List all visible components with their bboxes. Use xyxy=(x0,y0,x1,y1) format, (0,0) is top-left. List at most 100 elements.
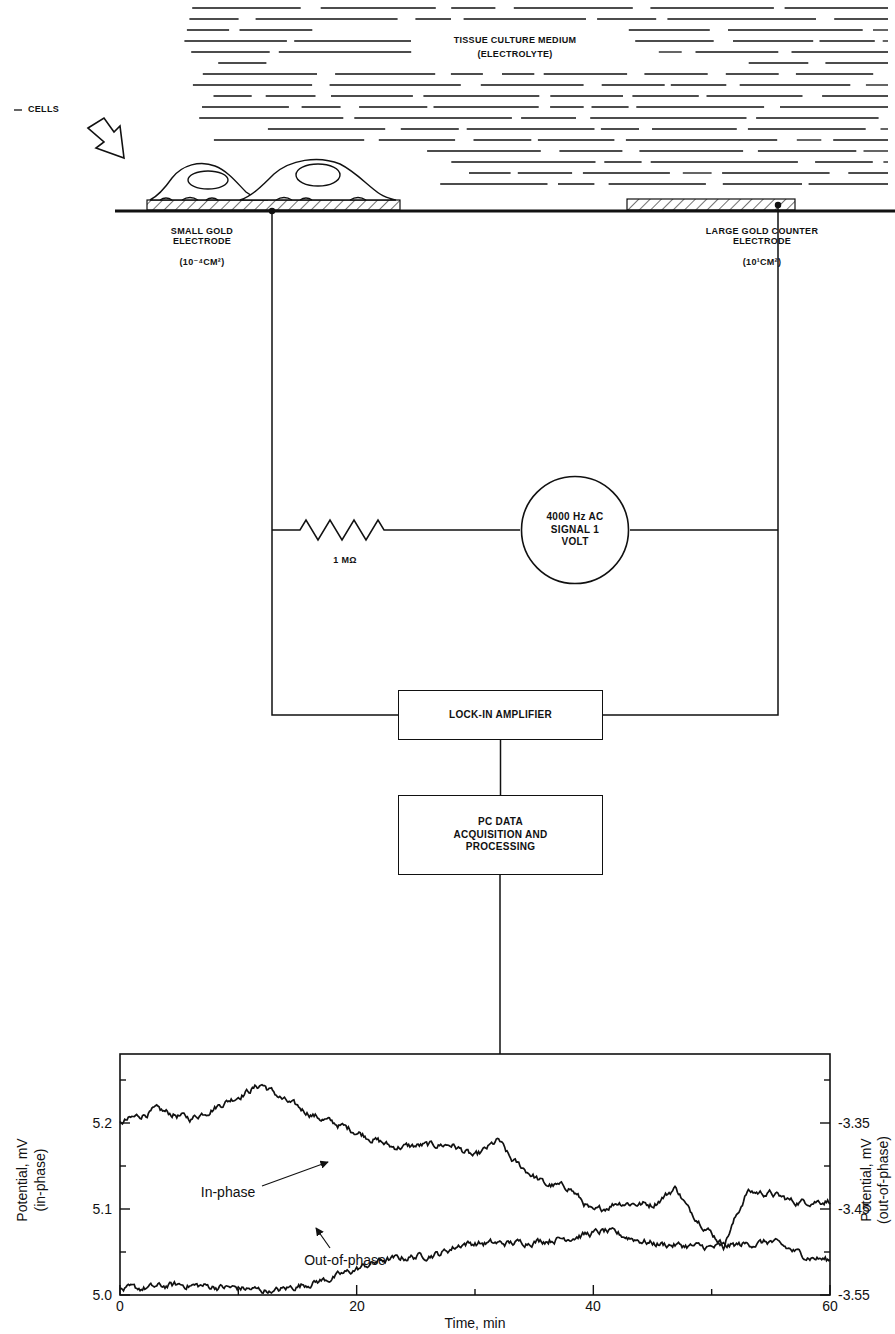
chart-frame xyxy=(120,1054,830,1295)
dash xyxy=(707,95,803,96)
dash xyxy=(550,106,584,107)
dash xyxy=(667,18,816,19)
axis-label: (out-of-phase) xyxy=(875,1136,891,1224)
cells-arrow xyxy=(88,118,124,158)
out-of-phase-trace xyxy=(120,1228,830,1293)
axis-label: In-phase xyxy=(201,1184,255,1200)
axis-label: Time, min xyxy=(445,1315,506,1331)
dash xyxy=(748,128,866,129)
dash xyxy=(268,128,385,129)
dash xyxy=(881,128,889,129)
tick xyxy=(593,1285,594,1295)
dash xyxy=(651,161,798,162)
dash xyxy=(518,172,572,173)
dash xyxy=(451,73,483,74)
dash xyxy=(644,73,707,74)
dash xyxy=(189,18,238,19)
dash xyxy=(809,183,888,184)
axis-label: Potential, mV xyxy=(858,1138,874,1221)
dash xyxy=(601,128,639,129)
dash xyxy=(464,18,586,19)
dash xyxy=(379,139,455,140)
circle xyxy=(522,477,629,584)
dash xyxy=(354,117,512,118)
dash xyxy=(848,172,888,173)
part-label: (10¹CM²) xyxy=(743,257,781,267)
process-box: LOCK-IN AMPLIFIER xyxy=(398,690,603,740)
dash xyxy=(199,117,343,118)
dash xyxy=(538,139,615,140)
dash xyxy=(279,51,411,52)
tick xyxy=(824,1165,830,1166)
dash xyxy=(544,73,627,74)
dash xyxy=(815,161,873,162)
dash xyxy=(820,40,875,41)
dash xyxy=(214,139,364,140)
dash xyxy=(723,183,802,184)
dash xyxy=(467,128,595,129)
axis-ticks xyxy=(120,1080,830,1295)
dash xyxy=(256,18,398,19)
axis-label: (in-phase) xyxy=(32,1148,48,1211)
tick xyxy=(120,1251,126,1252)
dash xyxy=(294,40,411,41)
tick xyxy=(820,1208,830,1209)
dash xyxy=(726,73,779,74)
dash xyxy=(883,161,888,162)
dash xyxy=(822,95,888,96)
part-label: SMALL GOLD ELECTRODE xyxy=(147,226,257,247)
dash xyxy=(202,106,289,107)
dash xyxy=(521,117,576,118)
dash xyxy=(652,128,737,129)
dash xyxy=(635,40,714,41)
dash xyxy=(415,18,451,19)
wiring xyxy=(270,203,781,1055)
dash xyxy=(451,7,495,8)
dash xyxy=(266,95,316,96)
tick xyxy=(820,1294,830,1295)
dash xyxy=(514,7,633,8)
dash xyxy=(502,73,534,74)
tick xyxy=(356,1285,357,1295)
dash xyxy=(722,172,830,173)
dash xyxy=(14,109,22,110)
dash xyxy=(592,106,629,107)
dash xyxy=(335,73,435,74)
dash xyxy=(792,51,889,52)
part-label: (10⁻⁴CM²) xyxy=(180,257,225,267)
part-label: CELLS xyxy=(26,104,61,114)
dash xyxy=(550,95,623,96)
in-phase-trace xyxy=(120,1085,830,1249)
leader-line xyxy=(262,1162,328,1186)
dash xyxy=(639,150,743,151)
part-label: LARGE GOLD COUNTER ELECTRODE xyxy=(702,226,822,247)
connector xyxy=(500,740,502,795)
dash xyxy=(187,29,229,30)
tick xyxy=(120,1079,126,1080)
dash xyxy=(240,29,313,30)
axis-label: 0 xyxy=(116,1298,124,1314)
dash xyxy=(423,95,539,96)
dash xyxy=(590,117,746,118)
dash xyxy=(192,7,301,8)
part-label: (ELECTROLYTE) xyxy=(475,49,554,59)
tick xyxy=(120,1208,130,1209)
dash xyxy=(191,51,270,52)
axis-label: 40 xyxy=(585,1298,601,1314)
tick xyxy=(119,1285,120,1295)
dash xyxy=(597,18,656,19)
dash xyxy=(602,84,665,85)
dash xyxy=(883,40,888,41)
part-label: TISSUE CULTURE MEDIUM xyxy=(452,35,579,45)
dash xyxy=(218,62,266,63)
axis-label: 5.0 xyxy=(93,1287,112,1303)
axis-label: 60 xyxy=(822,1298,838,1314)
dash xyxy=(785,7,888,8)
node-text: LOCK-IN AMPLIFIER xyxy=(406,709,596,722)
tick xyxy=(824,1079,830,1080)
dash xyxy=(873,29,888,30)
axis-label: Out-of-phase xyxy=(304,1252,386,1268)
leader-line xyxy=(316,1228,330,1248)
